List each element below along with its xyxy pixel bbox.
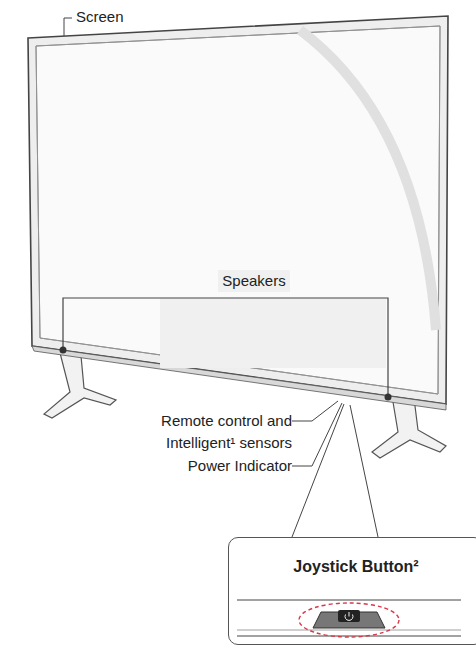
part-label: Remote control and Intelligent¹ sensors: [142, 410, 292, 454]
screen-glare: [300, 30, 436, 330]
joystick-illustration: [229, 538, 468, 643]
joystick-button: [338, 610, 360, 622]
part-label: Speakers: [218, 270, 289, 292]
bezel-line: [237, 600, 461, 601]
tv-frame: [28, 16, 448, 404]
bezel-line: [237, 630, 461, 631]
leader-line: [64, 18, 72, 36]
part-label: Power Indicator: [188, 455, 292, 477]
speaker-dot: [60, 347, 67, 354]
joystick-housing: [313, 612, 385, 628]
leader-line: [292, 403, 342, 466]
part-label: Screen: [76, 6, 124, 28]
callout-box: Joystick Button²: [228, 537, 476, 645]
screen-edge: [36, 26, 440, 394]
leader-line: [292, 401, 338, 421]
speaker-bracket: [63, 298, 388, 396]
callout-title: Joystick Button²: [229, 538, 476, 576]
screen-panel: [36, 26, 440, 394]
speaker-region: [160, 298, 386, 368]
speaker-dot: [385, 394, 392, 401]
bezel-line: [237, 636, 461, 637]
callout-line: [350, 405, 378, 537]
callout-line: [292, 404, 344, 537]
power-symbol: [349, 612, 350, 617]
highlight-ellipse: [299, 603, 399, 637]
